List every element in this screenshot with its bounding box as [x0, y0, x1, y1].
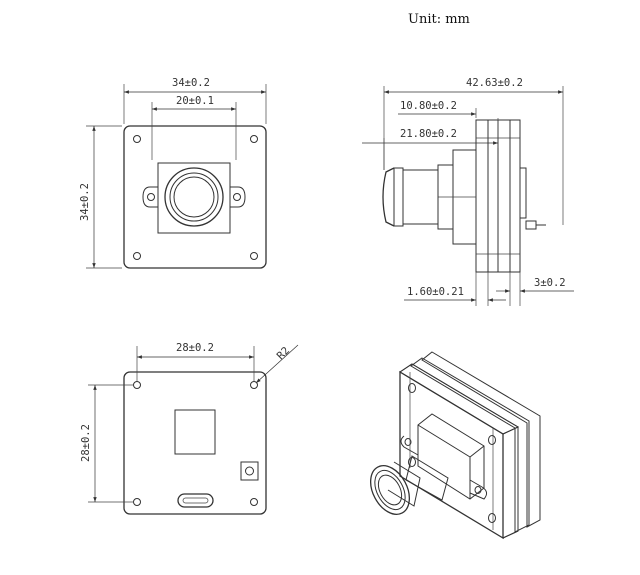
mount-hole	[133, 252, 141, 260]
lens-inner-ring	[374, 469, 406, 511]
push-button	[240, 461, 259, 481]
dim-width-inner: 20±0.1	[176, 95, 214, 107]
lens-holder-ear-left	[142, 186, 158, 208]
sensor-chip	[174, 409, 216, 455]
mount-hole	[250, 252, 258, 260]
dim-height: 34±0.2	[79, 183, 91, 221]
mount-hole	[250, 135, 258, 143]
lens-barrel	[402, 169, 439, 225]
button	[525, 220, 537, 230]
lens-barrel-ring	[393, 167, 404, 227]
dim-hole-spacing-x: 28±0.2	[176, 342, 214, 354]
dim-hole-spacing-y: 28±0.2	[80, 424, 92, 462]
mount-hole	[488, 513, 496, 523]
dim-d: 3±0.2	[534, 277, 566, 289]
lens-holder-ear	[469, 479, 488, 500]
lens-holder-block	[417, 413, 485, 500]
dim-width-outer: 34±0.2	[172, 77, 210, 89]
usb-c-port	[177, 493, 214, 508]
mount-hole	[250, 498, 258, 506]
lens-holder-ear-right	[230, 186, 246, 208]
dim-c: 1.60±0.21	[407, 286, 464, 298]
lens-glass	[377, 474, 403, 506]
mount-hole	[133, 498, 141, 506]
pcb-layer	[509, 119, 521, 273]
back-view: 28±0.2 28±0.2 R2	[80, 342, 299, 515]
lens-holder	[157, 162, 231, 234]
lens-barrel	[405, 455, 449, 501]
lens-glass	[173, 176, 215, 218]
dim-b: 21.80±0.2	[400, 128, 457, 140]
isometric-view	[370, 351, 541, 540]
dim-total-length: 42.63±0.2	[466, 77, 523, 89]
mount-hole	[133, 135, 141, 143]
side-view: 42.63±0.2 10.80±0.2 21.80±0.2 1.60±0.21 …	[362, 77, 574, 306]
mount-hole	[250, 381, 258, 389]
front-view: 34±0.2 20±0.1 34±0.2	[79, 77, 267, 269]
front-board-outline	[123, 125, 267, 269]
pcb-layer	[497, 119, 511, 273]
board-layer	[410, 357, 530, 533]
lens-front-ring	[370, 465, 410, 515]
lens-front	[382, 167, 395, 227]
mount-hole	[133, 381, 141, 389]
lens-holder-ear	[400, 435, 419, 456]
unit-label: Unit: mm	[408, 12, 470, 27]
lens-ring	[169, 172, 219, 222]
push-button-cap	[245, 466, 254, 476]
dim-a: 10.80±0.2	[400, 100, 457, 112]
screw-hole	[233, 193, 241, 201]
lens-outer	[164, 167, 224, 227]
back-board-outline	[123, 371, 267, 515]
usb-connector	[519, 167, 527, 219]
board-layer	[421, 351, 541, 528]
screw-hole	[147, 193, 155, 201]
mount-hole	[488, 435, 496, 445]
mount-hole	[408, 383, 416, 393]
dim-radius: R2	[275, 345, 292, 362]
